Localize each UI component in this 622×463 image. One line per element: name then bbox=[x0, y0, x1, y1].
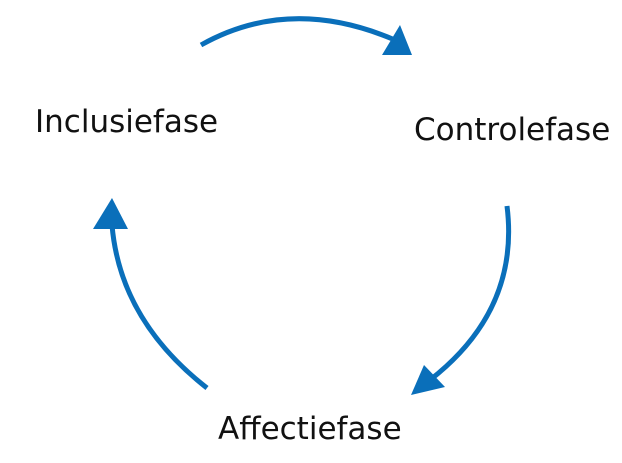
arrow-shaft bbox=[199, 16, 396, 48]
arrow-affectie-to-inclusie bbox=[93, 198, 209, 390]
phase-label-controlefase: Controlefase bbox=[414, 112, 611, 148]
phase-label-affectiefase: Affectiefase bbox=[218, 411, 402, 447]
arrow-controle-to-affectie bbox=[411, 205, 512, 395]
arrow-head-icon bbox=[411, 365, 445, 395]
arrow-head-icon bbox=[93, 198, 128, 229]
arrow-inclusie-to-controle bbox=[199, 16, 412, 55]
arrow-shaft bbox=[109, 224, 209, 390]
arrow-shaft bbox=[428, 205, 512, 382]
arrow-head-icon bbox=[382, 25, 412, 55]
phase-label-inclusiefase: Inclusiefase bbox=[35, 104, 219, 140]
